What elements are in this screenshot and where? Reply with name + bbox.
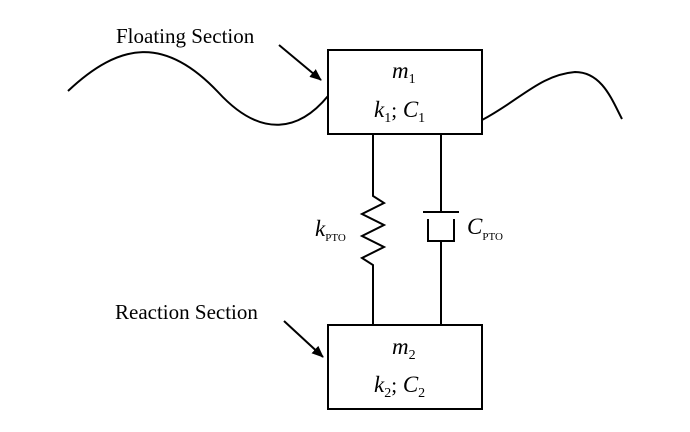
reaction-section-arrow: [283, 320, 324, 358]
wave-surface-right: [481, 70, 623, 121]
m1-label: m1: [392, 58, 416, 87]
reaction-section-label: Reaction Section: [115, 300, 258, 324]
reaction-section-block: [327, 324, 483, 410]
k2-c2-label: k2; C2: [374, 372, 425, 401]
floating-section-label: Floating Section: [116, 24, 255, 48]
wave-surface-left: [67, 51, 329, 126]
floating-section-arrow: [278, 44, 322, 81]
floating-section-block: [327, 49, 483, 135]
k1-c1-label: k1; C1: [374, 97, 425, 126]
m2-label: m2: [392, 334, 416, 363]
c-pto-label: CPTO: [467, 214, 503, 243]
pto-damper: [423, 134, 459, 325]
pto-spring: [359, 134, 387, 325]
k-pto-label: kPTO: [315, 216, 346, 244]
